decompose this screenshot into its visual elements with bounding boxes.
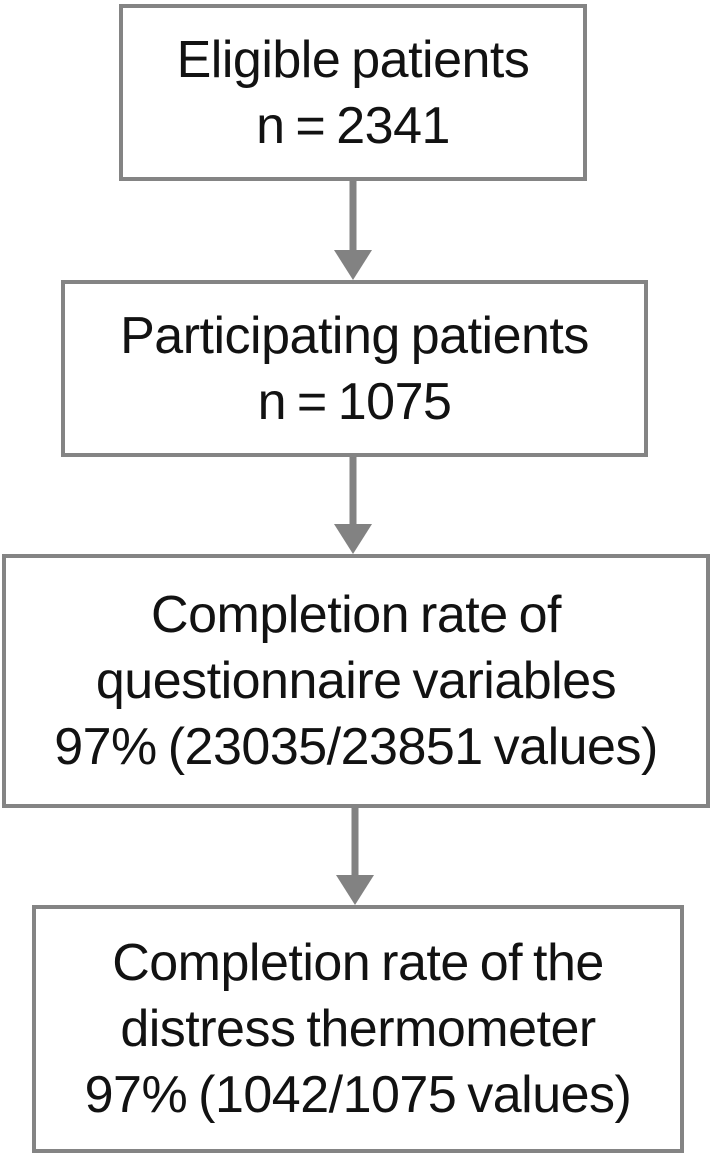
arrow-down-1 [334,181,372,280]
node-line: n = 1075 [257,372,452,431]
node-line: Completion rate of the [112,934,604,992]
node-line: n = 2341 [256,96,450,155]
node-line: distress thermometer [120,1000,596,1058]
arrow-stem [351,808,359,875]
flow-node-questionnaire-completion: Completion rate of questionnaire variabl… [2,554,710,808]
arrow-stem [349,457,357,524]
node-line: Completion rate of [151,586,561,644]
node-line: 97% (1042/1075 values) [84,1066,632,1124]
arrow-head-icon [334,524,372,554]
arrow-stem [349,181,357,250]
flow-node-participating-patients: Participating patients n = 1075 [61,280,648,457]
arrow-head-icon [336,875,374,905]
arrow-down-2 [334,457,372,554]
node-line: Eligible patients [176,30,530,89]
arrow-down-3 [336,808,374,905]
node-line: Participating patients [120,306,589,365]
node-line: 97% (23035/23851 values) [54,718,658,776]
flow-node-distress-thermometer-completion: Completion rate of the distress thermome… [32,905,684,1153]
flow-node-eligible-patients: Eligible patients n = 2341 [119,4,587,181]
arrow-head-icon [334,250,372,280]
node-line: questionnaire variables [95,652,617,710]
